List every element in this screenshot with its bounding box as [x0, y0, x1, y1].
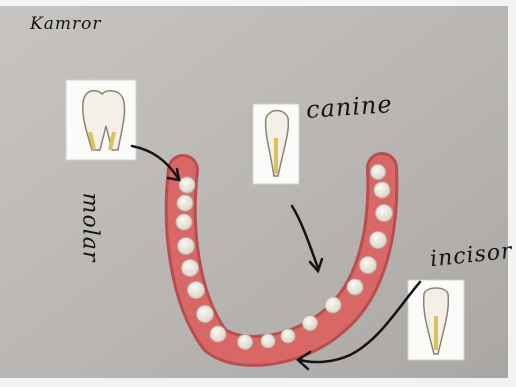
- white-border-bottom: [0, 378, 516, 387]
- author-name-label: Kamror: [30, 14, 101, 34]
- clay-tooth: [210, 326, 226, 342]
- clay-tooth: [303, 316, 318, 331]
- clay-tooth: [360, 257, 377, 274]
- clay-tooth: [178, 238, 195, 255]
- white-border-top: [0, 0, 516, 6]
- incisor-card: [408, 280, 464, 360]
- molar-label: molar: [77, 193, 102, 263]
- clay-tooth: [177, 195, 193, 211]
- clay-tooth: [182, 260, 199, 277]
- white-border-right: [508, 0, 516, 387]
- clay-tooth: [261, 334, 275, 348]
- clay-tooth: [281, 329, 295, 343]
- clay-tooth: [370, 232, 387, 249]
- clay-tooth: [376, 205, 393, 222]
- clay-tooth: [238, 335, 253, 350]
- canine-card: [253, 104, 299, 184]
- molar-card: [66, 80, 136, 160]
- clay-tooth: [347, 279, 363, 295]
- clay-tooth: [325, 297, 341, 313]
- clay-tooth: [371, 165, 386, 180]
- clay-tooth: [197, 306, 214, 323]
- clay-tooth: [188, 282, 205, 299]
- clay-tooth: [176, 214, 192, 230]
- clay-tooth: [179, 177, 195, 193]
- clay-tooth: [374, 182, 390, 198]
